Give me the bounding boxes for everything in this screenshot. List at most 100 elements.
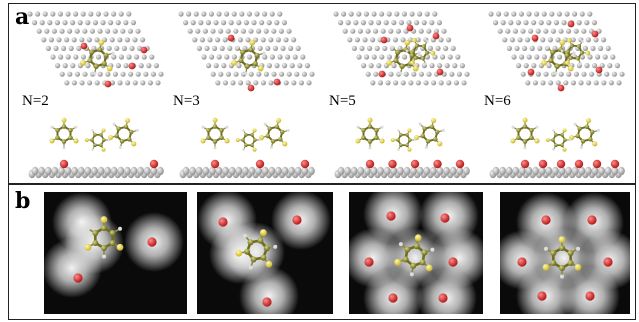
substrate-atom — [450, 45, 456, 52]
molecule — [541, 39, 576, 76]
adatom — [104, 80, 112, 88]
substrate-atom — [94, 37, 100, 43]
substrate-atom — [106, 45, 112, 52]
substrate-atom — [271, 71, 277, 77]
substrate-atom — [38, 166, 45, 176]
adatom — [517, 257, 527, 267]
substrate-atom — [550, 28, 557, 34]
adatom — [147, 237, 157, 247]
substrate-atom — [224, 11, 230, 17]
carbon-atom — [103, 52, 109, 58]
substrate-atom — [31, 166, 39, 176]
sulfur-atom — [224, 138, 230, 144]
substrate-atom — [115, 20, 121, 26]
carbon-atom — [567, 250, 574, 256]
hydrogen-atom — [118, 145, 122, 149]
molecule — [235, 128, 262, 152]
substrate-atom — [206, 63, 212, 69]
substrate-atom — [61, 45, 67, 52]
substrate-atom — [356, 54, 362, 60]
carbon-atom — [252, 61, 258, 67]
adatom — [218, 217, 228, 227]
carbon-atom — [265, 133, 271, 139]
adatom — [438, 293, 448, 303]
substrate-atom — [379, 54, 385, 60]
substrate-atom — [132, 37, 138, 43]
sulfur-atom — [414, 234, 422, 242]
substrate-atom — [45, 45, 52, 52]
substrate-atom — [153, 63, 159, 69]
carbon-atom — [99, 133, 103, 137]
substrate-atom — [431, 80, 437, 86]
substrate-atom — [114, 45, 120, 52]
molecule — [510, 117, 540, 150]
substrate-atom — [618, 166, 625, 176]
substrate-atom — [341, 11, 347, 17]
hydrogen-atom — [511, 125, 515, 129]
substrate-atom — [382, 45, 388, 52]
molecule — [414, 118, 445, 149]
substrate-atom — [289, 63, 295, 69]
sulfur-atom — [567, 37, 572, 43]
substrate-atom — [370, 80, 376, 86]
substrate-atom — [231, 11, 237, 17]
substrate-atom — [416, 166, 424, 176]
substrate-atom — [269, 11, 275, 17]
carbon-atom — [260, 254, 267, 261]
hydrogen-atom — [535, 125, 539, 129]
substrate-atom — [540, 37, 546, 43]
carbon-atom — [102, 138, 106, 142]
substrate-atom — [525, 80, 531, 86]
sulfur-atom — [265, 260, 273, 268]
substrate-atom — [124, 37, 130, 43]
substrate-atom — [599, 63, 605, 69]
substrate-atom — [207, 37, 213, 43]
substrate-atom — [64, 37, 70, 43]
substrate-atom — [195, 28, 201, 34]
substrate-atom — [497, 28, 503, 34]
substrate-atom — [611, 166, 619, 176]
substrate-atom — [291, 37, 297, 43]
substrate-atom — [518, 11, 525, 17]
substrate-atom — [269, 54, 275, 60]
substrate-atom — [418, 71, 424, 77]
carbon-atom — [405, 143, 409, 147]
carbon-atom — [247, 239, 254, 246]
substrate-atom — [608, 80, 615, 86]
sulfur-atom — [367, 117, 373, 123]
substrate-atom — [364, 54, 370, 60]
carbon-atom — [402, 256, 409, 263]
substrate-atom — [377, 166, 384, 176]
substrate-atom — [294, 71, 300, 77]
substrate-atom — [74, 28, 80, 34]
substrate-atom — [274, 63, 280, 69]
substrate-atom — [261, 166, 269, 176]
adatom — [388, 293, 398, 303]
hydrogen-atom — [263, 122, 267, 126]
substrate-atom — [535, 71, 542, 77]
sulfur-atom — [131, 141, 137, 147]
carbon-atom — [109, 240, 116, 246]
sulfur-atom — [282, 141, 288, 147]
adatom — [433, 159, 442, 169]
hydrogen-atom — [417, 51, 421, 55]
substrate-atom — [365, 28, 371, 34]
substrate-atom — [423, 166, 431, 176]
carbon-atom — [212, 139, 218, 144]
carbon-atom — [55, 135, 60, 140]
substrate-atom — [59, 28, 65, 34]
carbon-atom — [410, 49, 416, 54]
substrate-atom — [222, 37, 228, 43]
carbon-atom — [421, 249, 428, 256]
substrate-atom — [403, 71, 409, 77]
hydrogen-atom — [596, 128, 600, 132]
carbon-atom — [421, 44, 427, 49]
adatom — [210, 159, 220, 169]
panel-a-letter: a — [15, 4, 30, 30]
substrate-atom — [383, 166, 391, 176]
substrate-atom — [436, 166, 444, 176]
sulfur-atom — [116, 243, 124, 251]
carbon-atom — [396, 138, 400, 142]
substrate-atom — [386, 11, 392, 17]
substrate-atom — [215, 166, 223, 176]
